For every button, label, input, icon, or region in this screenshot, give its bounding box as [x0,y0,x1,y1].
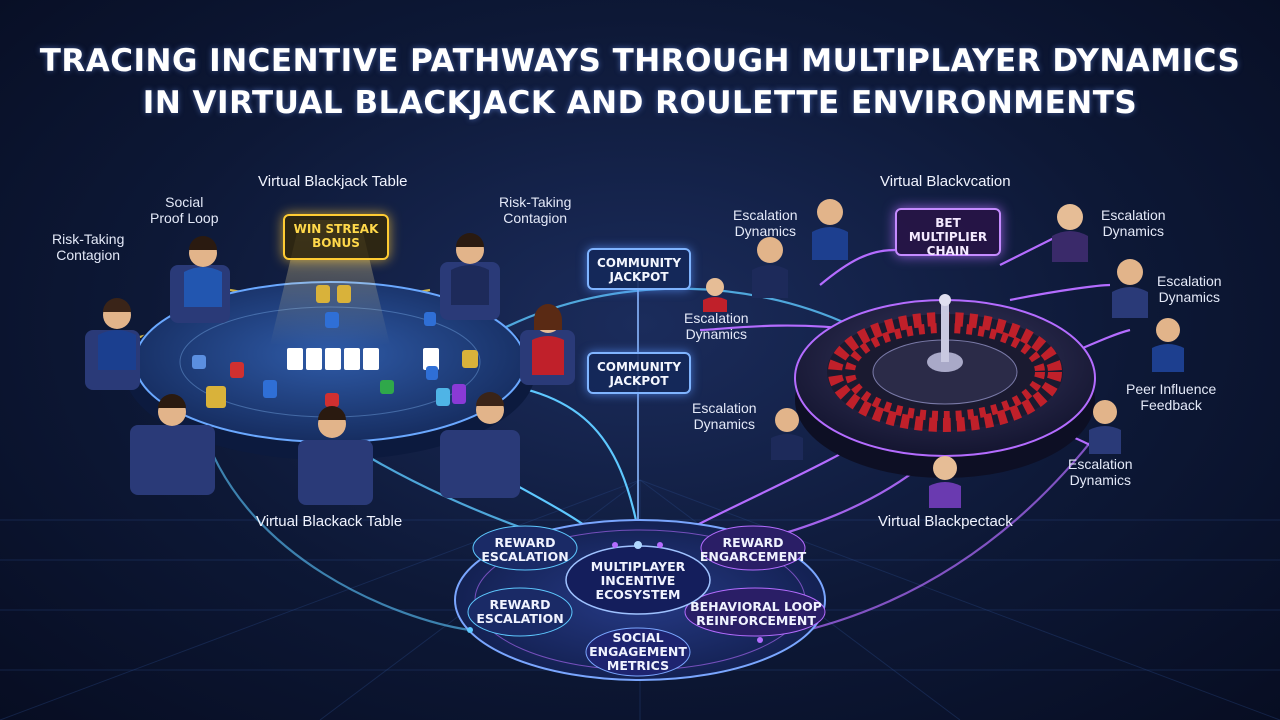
label-line: Dynamics [693,416,756,432]
badge-line: JACKPOT [609,374,669,388]
reward-escalation-top-node: REWARD ESCALATION [475,536,575,564]
player [752,237,788,298]
player [1152,318,1184,372]
win-streak-bonus-badge: WIN STREAK BONUS [283,214,389,260]
title-line-2: IN VIRTUAL BLACKJACK AND ROULETTE ENVIRO… [142,85,1138,121]
player [771,408,803,460]
escalation-mid-label: Escalation Dynamics [684,310,749,342]
node-line: ESCALATION [481,549,569,564]
node-line: REWARD [722,535,784,550]
badge-line: JACKPOT [609,270,669,284]
label-line: Social [165,194,204,210]
node-line: ECOSYSTEM [595,587,681,602]
escalation-low-label: Escalation Dynamics [692,400,757,432]
title-line-1: TRACING INCENTIVE PATHWAYS THROUGH MULTI… [39,43,1241,79]
player [1089,400,1121,454]
node-line: INCENTIVE [600,573,676,588]
node-line: METRICS [606,658,670,673]
label-line: Escalation [1068,456,1133,472]
player [440,392,520,498]
label-line: Escalation [733,207,798,223]
label-line: Feedback [1140,397,1202,413]
player [520,304,575,385]
bet-multiplier-chain-badge: BET MULTIPLIER CHAIN [895,208,1001,258]
node-line: REINFORCEMENT [696,613,816,628]
player [440,233,500,320]
player [130,394,215,495]
peer-influence-label: Peer Influence Feedback [1126,381,1216,413]
blackjack-table-footer: Virtual Blackack Table [256,513,403,530]
badge-line: COMMUNITY [596,360,682,374]
roulette-players [703,199,1184,508]
label-line: Risk-Taking [52,231,125,247]
label-line: Proof Loop [150,210,219,226]
label-line: Escalation [1157,273,1222,289]
escalation-top-left-label: Escalation Dynamics [733,207,798,239]
player [85,298,140,390]
blackjack-table [125,220,535,460]
roulette-wheel [794,294,1096,478]
reward-escalation-bottom-node: REWARD ESCALATION [470,598,570,626]
behavioral-loop-node: BEHAVIORAL LOOP REINFORCEMENT [690,600,822,628]
label-line: Escalation [684,310,749,326]
risk-taking-left-label: Risk-Taking Contagion [52,231,124,263]
node-line: ENGAGEMENT [589,644,687,659]
social-engagement-metrics-node: SOCIAL ENGAGEMENT METRICS [583,631,693,673]
player [298,406,373,505]
player [170,236,230,323]
player [1112,259,1148,318]
label-line: Contagion [503,210,568,226]
label-line: Dynamics [1102,223,1165,239]
chip-stacks [192,285,478,408]
blackjack-players [85,233,575,505]
label-line: Dynamics [734,223,797,239]
escalation-top-right-label: Escalation Dynamics [1101,207,1166,239]
node-line: ENGARCEMENT [699,549,807,564]
community-jackpot-top: COMMUNITY JACKPOT [587,248,691,290]
label-line: Risk-Taking [499,194,572,210]
reward-engagement-node: REWARD ENGARCEMENT [698,536,808,564]
risk-taking-right-label: Risk-Taking Contagion [499,194,571,226]
escalation-right-label: Escalation Dynamics [1157,273,1222,305]
escalation-bottom-right-label: Escalation Dynamics [1068,456,1133,488]
roulette-header: Virtual Blackvcation [880,173,1011,190]
label-line: Dynamics [685,326,748,342]
node-line: ESCALATION [476,611,564,626]
player [703,278,727,312]
label-line: Peer Influence [1126,381,1217,397]
ecosystem-ring [454,519,826,681]
node-line: BEHAVIORAL LOOP [690,599,822,614]
badge-line: BONUS [312,236,360,250]
player [812,199,848,260]
node-line: REWARD [489,597,551,612]
player [1052,204,1088,262]
node-line: MULTIPLAYER [590,559,686,574]
label-line: Dynamics [1158,289,1221,305]
badge-line: CHAIN [926,244,970,258]
badge-line: BET MULTIPLIER [908,216,988,244]
ecosystem-center: MULTIPLAYER INCENTIVE ECOSYSTEM [578,560,698,602]
community-jackpot-bottom: COMMUNITY JACKPOT [587,352,691,394]
label-line: Escalation [692,400,757,416]
label-line: Escalation [1101,207,1166,223]
node-line: SOCIAL [612,630,664,645]
blackjack-table-header: Virtual Blackjack Table [258,173,408,190]
playing-cards [287,348,439,370]
label-line: Contagion [56,247,121,263]
player [929,456,961,508]
node-line: REWARD [494,535,556,550]
roulette-footer: Virtual Blackpectack [878,513,1013,530]
social-proof-label: Social Proof Loop [150,194,219,226]
badge-line: COMMUNITY [596,256,682,270]
label-line: Dynamics [1069,472,1132,488]
badge-line: WIN STREAK [293,222,379,236]
